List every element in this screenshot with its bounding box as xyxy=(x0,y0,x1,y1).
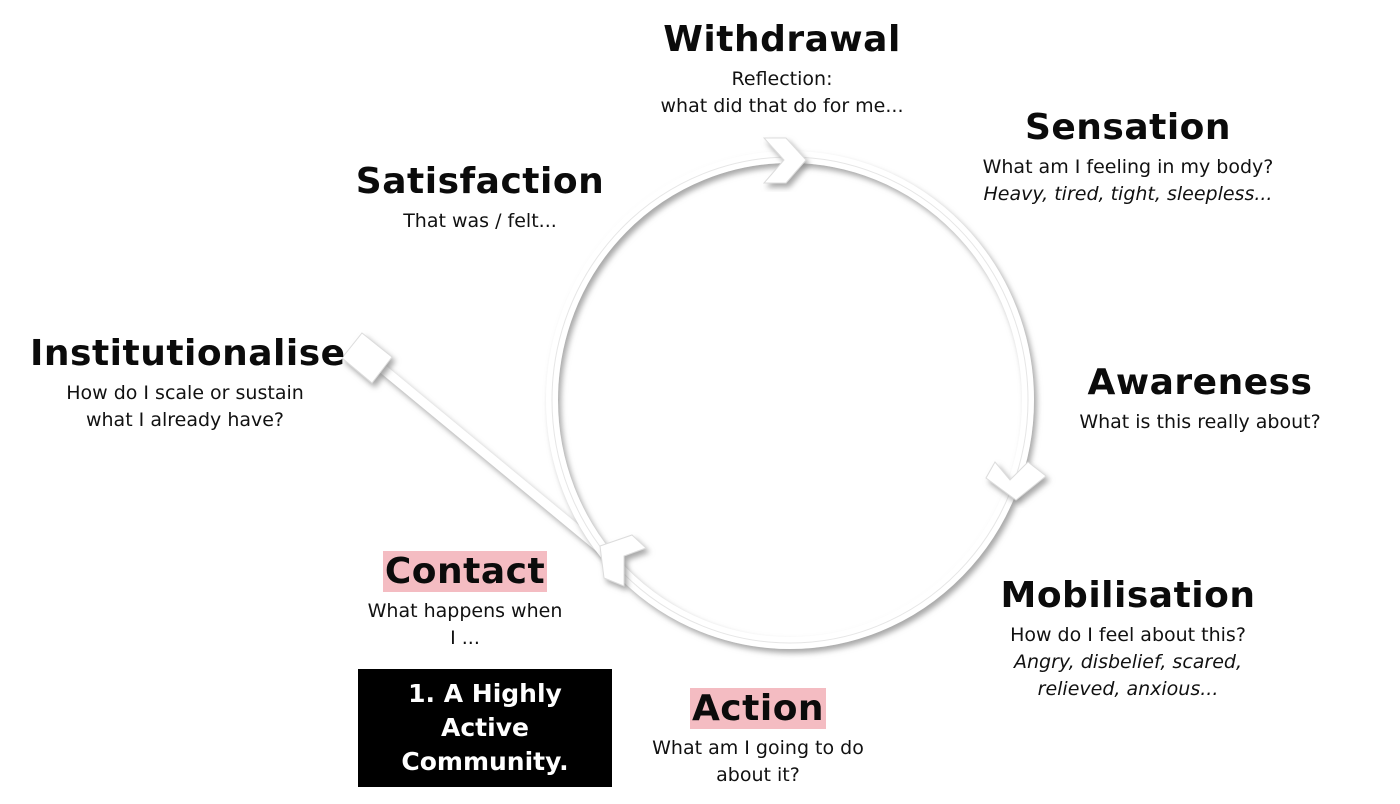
stage-title: Withdrawal xyxy=(663,19,901,60)
stage-sensation: Sensation What am I feeling in my body? … xyxy=(960,106,1296,208)
stage-description: That was / felt... xyxy=(403,210,557,232)
arrowhead-right-icon xyxy=(985,461,1047,501)
stage-title: Mobilisation xyxy=(1000,575,1256,616)
stage-description: How do I scale or sustain xyxy=(66,382,304,404)
stage-title-highlighted: Action xyxy=(689,688,827,729)
stage-description: what I already have? xyxy=(85,409,285,431)
branch-connector xyxy=(369,356,611,559)
stage-title: Institutionalise xyxy=(30,333,346,374)
arrowhead-left-icon xyxy=(599,534,647,587)
stage-description: what did that do for me... xyxy=(660,95,904,117)
callout-box: 1. A Highly Active Community. xyxy=(358,669,612,787)
branch-diamond-icon xyxy=(341,332,393,384)
stage-withdrawal: Withdrawal Reflection: what did that do … xyxy=(600,18,964,120)
stage-description: Reflection: xyxy=(731,68,833,90)
stage-title-highlighted: Contact xyxy=(382,551,548,592)
stage-awareness: Awareness What is this really about? xyxy=(1060,361,1340,436)
stage-examples: Heavy, tired, tight, sleepless... xyxy=(983,183,1273,205)
stage-examples: relieved, anxious... xyxy=(1037,678,1219,700)
stage-title: Satisfaction xyxy=(355,161,605,202)
stage-contact: Contact What happens when I ... xyxy=(340,550,590,652)
stage-description: What am I going to do xyxy=(652,737,864,759)
arrowhead-top-icon xyxy=(762,137,807,184)
callout-line: Community. xyxy=(401,747,569,776)
callout-line: 1. A Highly xyxy=(408,679,562,708)
stage-title: Awareness xyxy=(1087,362,1313,403)
stage-institutionalise: Institutionalise How do I scale or susta… xyxy=(30,332,346,434)
stage-description: What is this really about? xyxy=(1079,411,1321,433)
stage-description: about it? xyxy=(716,764,800,786)
stage-action: Action What am I going to do about it? xyxy=(630,687,886,789)
stage-title: Sensation xyxy=(1024,107,1232,148)
stage-description: I ... xyxy=(450,627,480,649)
stage-mobilisation: Mobilisation How do I feel about this? A… xyxy=(986,574,1270,703)
stage-description: How do I feel about this? xyxy=(1010,624,1246,646)
stage-description: What happens when xyxy=(367,600,563,622)
stage-satisfaction: Satisfaction That was / felt... xyxy=(350,160,610,235)
callout-line: Active xyxy=(441,713,529,742)
stage-examples: Angry, disbelief, scared, xyxy=(1013,651,1243,673)
stage-description: What am I feeling in my body? xyxy=(982,156,1274,178)
